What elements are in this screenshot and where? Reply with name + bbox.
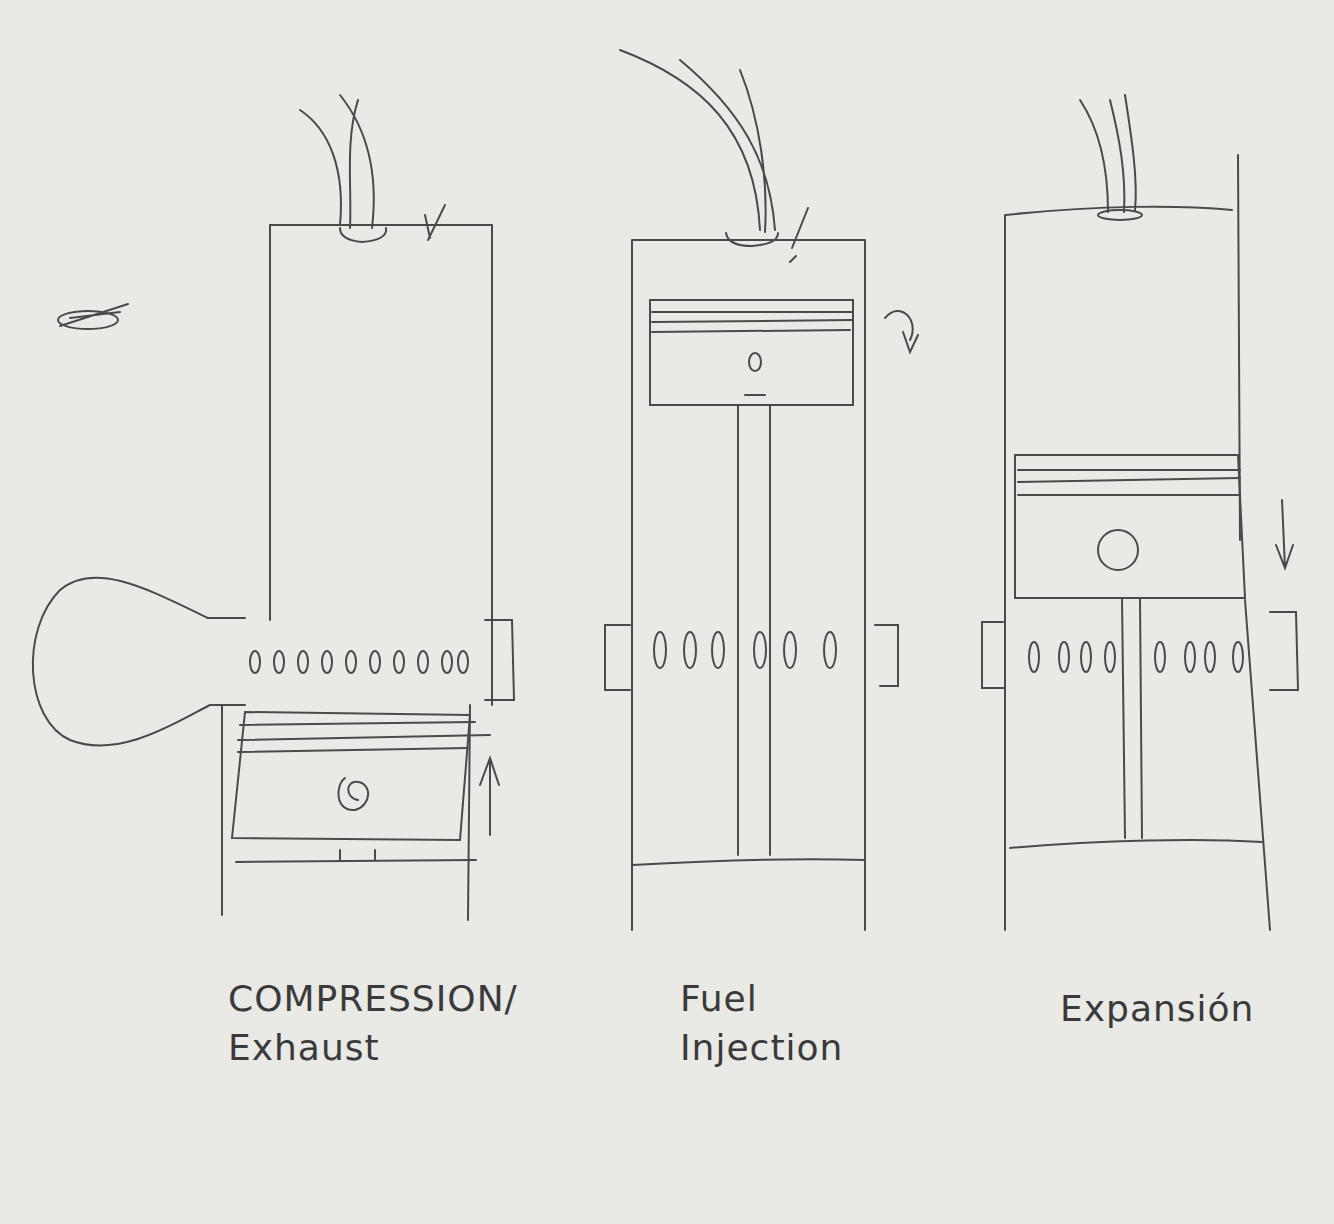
- stage-label: Expansión: [1060, 985, 1310, 1034]
- cylinder-compression: [33, 95, 514, 920]
- piston: [650, 300, 853, 855]
- stage-label: COMPRESSION/ Exhaust: [228, 975, 528, 1072]
- bracket: [982, 612, 1298, 690]
- spray: [790, 208, 808, 262]
- injector-pipe: [620, 50, 775, 232]
- bracket: [605, 625, 898, 690]
- spark: [425, 205, 445, 240]
- cylinder-expansion: [982, 95, 1298, 930]
- intake-pipe: [300, 95, 374, 228]
- piston: [232, 712, 490, 862]
- scribble: [58, 304, 128, 329]
- arrow-up: [480, 758, 499, 835]
- ports: [250, 651, 468, 673]
- ports: [654, 632, 836, 668]
- arrow-down: [1276, 500, 1293, 568]
- valve: [726, 233, 778, 246]
- valve: [1098, 210, 1142, 220]
- scavenge-chamber: [33, 578, 210, 746]
- arrow-curve: [885, 311, 918, 352]
- intake-pipe: [1080, 95, 1136, 212]
- cylinder-injection: [605, 50, 918, 930]
- ports: [1029, 642, 1243, 672]
- piston: [1015, 455, 1245, 838]
- stage-label: Fuel Injection: [680, 975, 890, 1072]
- valve: [340, 228, 386, 242]
- bracket: [485, 620, 514, 700]
